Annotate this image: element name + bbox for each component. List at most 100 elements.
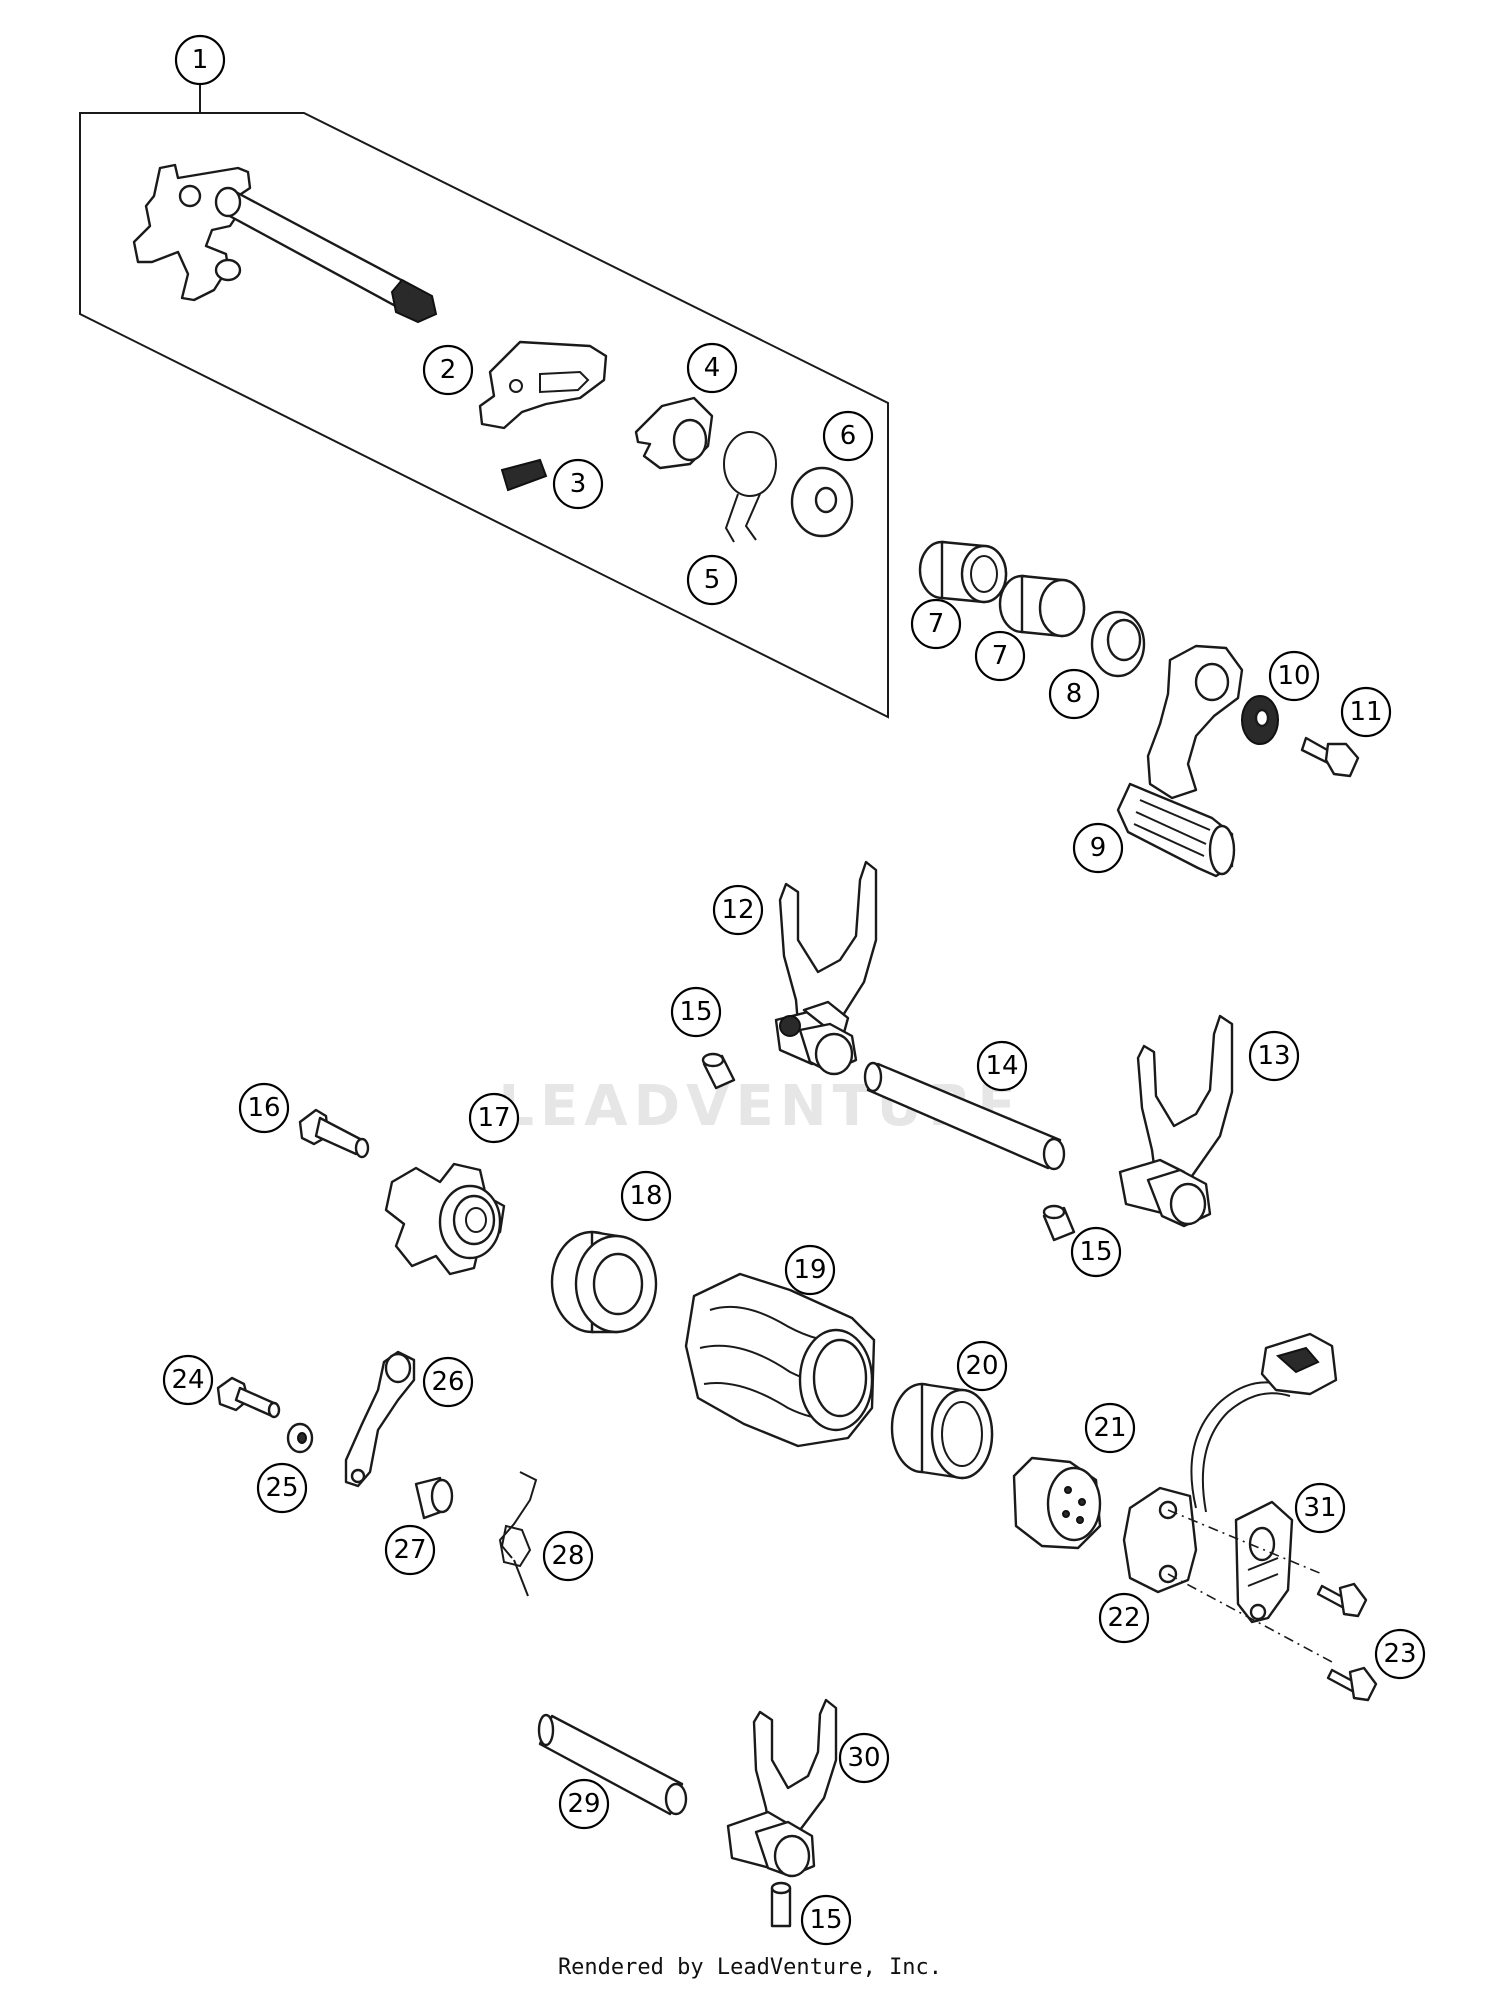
callout-20: 20 xyxy=(956,1340,1008,1392)
svg-text:15: 15 xyxy=(679,997,712,1027)
part-bolt-16 xyxy=(298,1108,370,1159)
part-bearing-18 xyxy=(550,1230,658,1334)
part-shift-rail-29 xyxy=(537,1713,688,1816)
callout-21: 21 xyxy=(1084,1402,1136,1454)
svg-text:21: 21 xyxy=(1093,1413,1126,1443)
svg-text:9: 9 xyxy=(1090,833,1107,863)
callout-22: 22 xyxy=(1098,1592,1150,1644)
svg-text:12: 12 xyxy=(721,895,754,925)
svg-text:17: 17 xyxy=(477,1103,510,1133)
svg-text:28: 28 xyxy=(551,1541,584,1571)
callout-18: 18 xyxy=(620,1170,672,1222)
callout-9: 9 xyxy=(1072,822,1124,874)
svg-text:6: 6 xyxy=(840,421,857,451)
callout-2: 2 xyxy=(422,344,474,396)
svg-text:13: 13 xyxy=(1257,1041,1290,1071)
part-bolt-24 xyxy=(216,1376,281,1419)
svg-text:24: 24 xyxy=(171,1365,204,1395)
part-bushing-7b xyxy=(998,574,1086,638)
part-pin-15c xyxy=(770,1881,792,1928)
svg-text:1: 1 xyxy=(192,45,209,75)
part-washer xyxy=(790,466,854,538)
svg-text:2: 2 xyxy=(440,355,457,385)
svg-text:11: 11 xyxy=(1349,697,1382,727)
callout-24: 24 xyxy=(162,1354,214,1406)
svg-text:5: 5 xyxy=(704,565,721,595)
svg-text:10: 10 xyxy=(1277,661,1310,691)
footer-credit: Rendered by LeadVenture, Inc. xyxy=(557,1955,943,1980)
callout-16: 16 xyxy=(238,1082,290,1134)
part-bushing xyxy=(634,396,714,470)
svg-text:14: 14 xyxy=(985,1051,1018,1081)
callout-29: 29 xyxy=(558,1778,610,1830)
svg-text:31: 31 xyxy=(1303,1493,1336,1523)
svg-text:8: 8 xyxy=(1066,679,1083,709)
callout-10: 10 xyxy=(1268,650,1320,702)
callout-19: 19 xyxy=(784,1244,836,1296)
callout-15a: 15 xyxy=(670,986,722,1038)
part-pin-15a xyxy=(701,1052,736,1090)
svg-text:7: 7 xyxy=(992,641,1009,671)
svg-text:26: 26 xyxy=(431,1367,464,1397)
callout-17: 17 xyxy=(468,1092,520,1144)
part-shift-plate xyxy=(478,340,608,430)
part-shift-star-17 xyxy=(384,1162,506,1276)
callout-27: 27 xyxy=(384,1524,436,1576)
callout-7b: 7 xyxy=(974,630,1026,682)
svg-text:30: 30 xyxy=(847,1743,880,1773)
callout-7a: 7 xyxy=(910,598,962,650)
part-spring-washer xyxy=(1241,695,1279,745)
part-small-spring xyxy=(500,458,548,492)
part-ring-20 xyxy=(890,1382,994,1480)
callout-14: 14 xyxy=(976,1040,1028,1092)
part-pin-15b xyxy=(1042,1204,1076,1242)
part-sensor-rotor-21 xyxy=(1012,1456,1102,1550)
part-seal xyxy=(1090,610,1146,678)
part-locking-lever-26 xyxy=(344,1350,416,1488)
callout-11: 11 xyxy=(1340,686,1392,738)
callout-25: 25 xyxy=(256,1462,308,1514)
svg-text:23: 23 xyxy=(1383,1639,1416,1669)
part-shift-fork-13 xyxy=(1118,1014,1234,1228)
svg-text:4: 4 xyxy=(704,353,721,383)
part-gear-sensor-22 xyxy=(1122,1332,1338,1594)
callout-28: 28 xyxy=(542,1530,594,1582)
svg-text:18: 18 xyxy=(629,1181,662,1211)
part-shift-lever xyxy=(1116,644,1244,878)
callout-3: 3 xyxy=(552,458,604,510)
svg-text:3: 3 xyxy=(570,469,587,499)
svg-text:15: 15 xyxy=(1079,1237,1112,1267)
callout-6: 6 xyxy=(822,410,874,462)
svg-text:19: 19 xyxy=(793,1255,826,1285)
callout-26: 26 xyxy=(422,1356,474,1408)
part-roller-27 xyxy=(414,1476,454,1520)
callout-30: 30 xyxy=(838,1732,890,1784)
svg-text:27: 27 xyxy=(393,1535,426,1565)
part-washer-25 xyxy=(286,1422,314,1454)
part-shift-shaft xyxy=(132,163,438,324)
svg-text:16: 16 xyxy=(247,1093,280,1123)
callout-8: 8 xyxy=(1048,668,1100,720)
part-shift-fork-30 xyxy=(726,1698,838,1878)
callout-31: 31 xyxy=(1294,1482,1346,1534)
part-shift-fork-12 xyxy=(774,860,878,1076)
svg-text:22: 22 xyxy=(1107,1603,1140,1633)
svg-text:15: 15 xyxy=(809,1905,842,1935)
part-shift-drum-19 xyxy=(684,1272,876,1448)
callout-23: 23 xyxy=(1374,1628,1426,1680)
svg-text:25: 25 xyxy=(265,1473,298,1503)
callout-13: 13 xyxy=(1248,1030,1300,1082)
part-shift-rail-14 xyxy=(863,1061,1066,1171)
callout-12: 12 xyxy=(712,884,764,936)
part-bolt-11 xyxy=(1300,736,1360,778)
svg-text:7: 7 xyxy=(928,609,945,639)
part-sensor-bracket-31 xyxy=(1234,1500,1294,1624)
callout-5: 5 xyxy=(686,554,738,606)
svg-text:20: 20 xyxy=(965,1351,998,1381)
callout-4: 4 xyxy=(686,342,738,394)
part-bushing-7a xyxy=(918,540,1008,604)
svg-text:29: 29 xyxy=(567,1789,600,1819)
callout-15b: 15 xyxy=(1070,1226,1122,1278)
part-spring-28 xyxy=(498,1471,538,1597)
